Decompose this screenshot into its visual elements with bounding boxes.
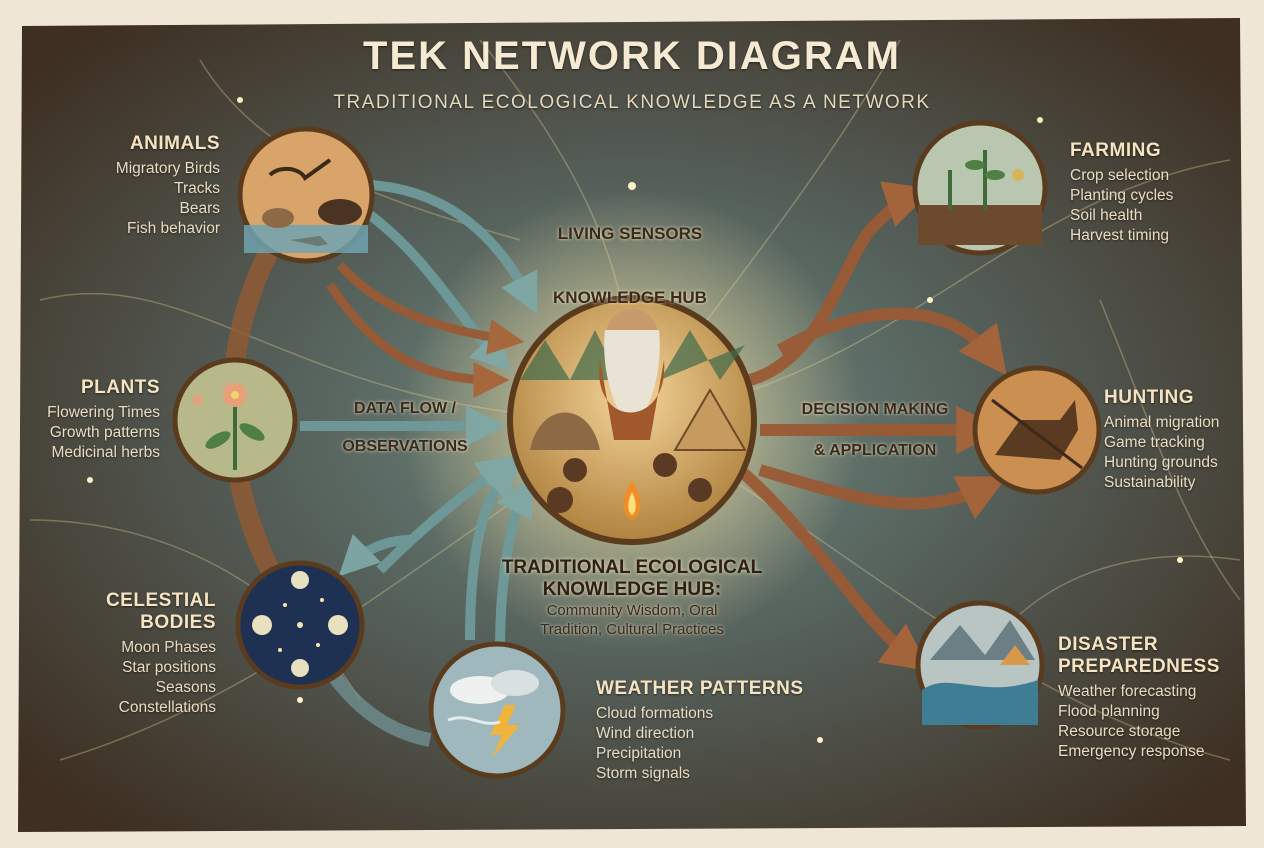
list-item: Constellations xyxy=(118,699,216,716)
disaster-circle xyxy=(915,600,1045,730)
list-item: Wind direction xyxy=(596,725,695,742)
weather-circle xyxy=(428,641,566,779)
farming-title: FARMING xyxy=(1070,140,1162,161)
celestial-circle xyxy=(235,560,365,690)
celestial-label: CELESTIAL BODIES Moon Phases Star positi… xyxy=(40,590,216,718)
hub-caption: TRADITIONAL ECOLOGICAL KNOWLEDGE HUB: Co… xyxy=(482,557,782,639)
living-sensors-label: LIVING SENSORS xyxy=(557,224,703,243)
farming-circle xyxy=(912,120,1048,256)
disaster-title-1: DISASTER xyxy=(1058,634,1159,655)
list-item: Precipitation xyxy=(596,745,682,762)
hub-heading-1: TRADITIONAL ECOLOGICAL xyxy=(501,557,763,578)
farming-label: FARMING Crop selection Planting cycles S… xyxy=(1070,140,1250,246)
hunting-title: HUNTING xyxy=(1104,387,1195,408)
list-item: Animal migration xyxy=(1104,414,1220,431)
plants-title: PLANTS xyxy=(81,377,160,398)
output-arrows xyxy=(736,181,1008,672)
hub-desc-2: Tradition, Cultural Practices xyxy=(540,621,724,638)
list-item: Bears xyxy=(179,200,221,217)
weather-label: WEATHER PATTERNS Cloud formations Wind d… xyxy=(596,678,816,784)
hunting-label: HUNTING Animal migration Game tracking H… xyxy=(1104,387,1254,493)
list-item: Cloud formations xyxy=(596,705,714,722)
list-item: Sustainability xyxy=(1104,474,1196,491)
list-item: Flood planning xyxy=(1058,703,1160,720)
list-item: Game tracking xyxy=(1104,434,1205,451)
list-item: Moon Phases xyxy=(121,639,216,656)
network-nodes xyxy=(87,97,1183,743)
farming-list: Crop selection Planting cycles Soil heal… xyxy=(1070,166,1250,246)
list-item: Harvest timing xyxy=(1070,227,1170,244)
list-item: Resource storage xyxy=(1058,723,1181,740)
list-item: Emergency response xyxy=(1058,743,1205,760)
input-arrows xyxy=(300,180,538,651)
plants-list: Flowering Times Growth patterns Medicina… xyxy=(10,403,160,463)
application-label: & APPLICATION xyxy=(813,442,937,459)
celestial-title-1: CELESTIAL xyxy=(105,590,216,611)
list-item: Planting cycles xyxy=(1070,187,1174,204)
list-item: Soil health xyxy=(1070,207,1143,224)
hub-heading-2: KNOWLEDGE HUB: xyxy=(542,579,722,600)
knowledge-hub-label: KNOWLEDGE HUB xyxy=(553,288,707,307)
plants-circle xyxy=(172,357,298,483)
animals-title: ANIMALS xyxy=(129,133,220,154)
observations-label: OBSERVATIONS xyxy=(342,438,468,455)
input-arrows-brown xyxy=(326,262,525,398)
hunting-list: Animal migration Game tracking Hunting g… xyxy=(1104,413,1254,493)
list-item: Weather forecasting xyxy=(1058,683,1197,700)
weather-title: WEATHER PATTERNS xyxy=(596,678,804,699)
list-item: Storm signals xyxy=(596,765,690,782)
celestial-list: Moon Phases Star positions Seasons Const… xyxy=(40,638,216,718)
list-item: Crop selection xyxy=(1070,167,1170,184)
list-item: Tracks xyxy=(174,180,220,197)
page-title: TEK NETWORK DIAGRAM xyxy=(363,34,901,78)
disaster-list: Weather forecasting Flood planning Resou… xyxy=(1058,682,1248,762)
list-item: Hunting grounds xyxy=(1104,454,1218,471)
weather-list: Cloud formations Wind direction Precipit… xyxy=(596,704,816,784)
list-item: Fish behavior xyxy=(126,220,220,237)
animals-circle xyxy=(237,126,375,264)
list-item: Growth patterns xyxy=(49,424,160,441)
animals-label: ANIMALS Migratory Birds Tracks Bears Fis… xyxy=(40,133,220,239)
page-subtitle: TRADITIONAL ECOLOGICAL KNOWLEDGE AS A NE… xyxy=(333,92,931,113)
hub-scene xyxy=(520,309,747,520)
list-item: Seasons xyxy=(155,679,216,696)
data-flow-label: DATA FLOW / xyxy=(354,400,456,417)
plants-label: PLANTS Flowering Times Growth patterns M… xyxy=(10,377,160,463)
list-item: Star positions xyxy=(122,659,216,676)
celestial-title-2: BODIES xyxy=(140,612,216,633)
hub-desc-1: Community Wisdom, Oral xyxy=(546,602,718,619)
list-item: Migratory Birds xyxy=(115,160,220,177)
list-item: Medicinal herbs xyxy=(51,444,160,461)
disaster-title-2: PREPAREDNESS xyxy=(1058,656,1220,677)
decision-making-label: DECISION MAKING xyxy=(801,401,949,418)
list-item: Flowering Times xyxy=(47,404,160,421)
disaster-label: DISASTER PREPAREDNESS Weather forecastin… xyxy=(1058,634,1248,762)
animals-list: Migratory Birds Tracks Bears Fish behavi… xyxy=(40,159,220,239)
hunting-circle xyxy=(972,365,1102,495)
